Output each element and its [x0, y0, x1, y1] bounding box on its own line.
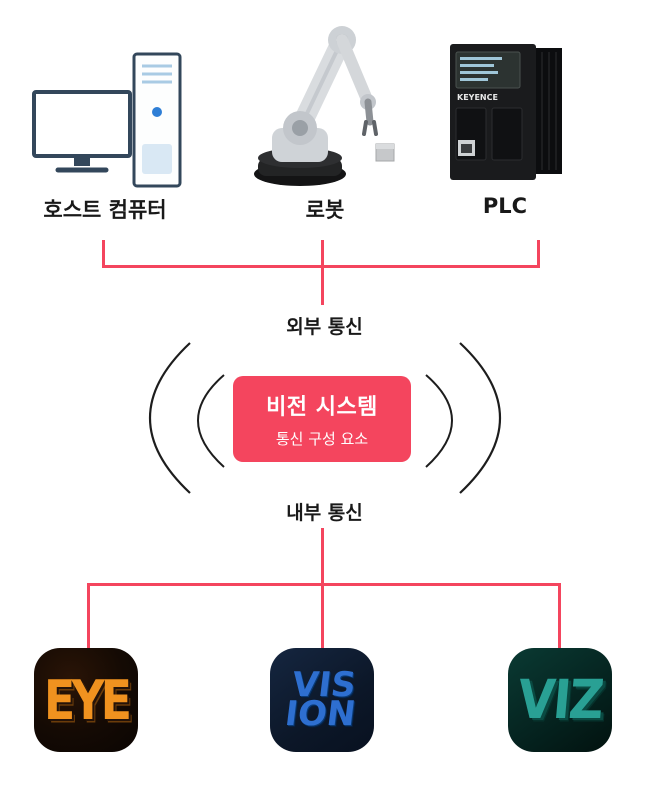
connector-vision-stub [321, 583, 324, 650]
pc-monitor [32, 90, 132, 173]
plc-device-image: KEYENCE [450, 44, 562, 180]
external-comm-label: 외부 통신 [286, 316, 363, 338]
plc-display [455, 51, 521, 89]
connector-robot-stub [321, 240, 324, 268]
robot-arm-image [254, 26, 395, 186]
connector-eye-stub [87, 583, 90, 650]
vision-app-icon: VIS ION [270, 648, 374, 752]
host-computer-label: 호스트 컴퓨터 [43, 198, 167, 222]
ethernet-port [458, 140, 475, 156]
internal-comm-label: 내부 통신 [286, 502, 363, 524]
signal-arcs [149, 342, 501, 494]
internal-connector-bar [87, 583, 561, 586]
eye-app-icon: EYE [34, 648, 138, 752]
plc-label: PLC [482, 194, 528, 218]
vision-app-text-line2: ION [282, 694, 358, 734]
viz-app-icon: VIZ [508, 648, 612, 752]
connector-host-stub [102, 240, 105, 268]
host-computer-illustration [32, 52, 182, 188]
connector-viz-stub [558, 583, 561, 650]
plc-brand-label: KEYENCE [457, 93, 498, 102]
robot-label: 로봇 [305, 198, 345, 222]
pc-tower [132, 52, 182, 188]
hub-title: 비전 시스템 [266, 395, 378, 420]
workpiece-cube [375, 143, 395, 162]
external-connector-drop [321, 265, 324, 305]
connector-plc-stub [537, 240, 540, 268]
viz-app-text: VIZ [515, 668, 605, 732]
vision-system-badge: 비전 시스템 통신 구성 요소 [233, 376, 411, 462]
eye-app-text: EYE [43, 668, 132, 732]
internal-connector-drop [321, 528, 324, 586]
hub-subtitle: 통신 구성 요소 [275, 430, 369, 448]
